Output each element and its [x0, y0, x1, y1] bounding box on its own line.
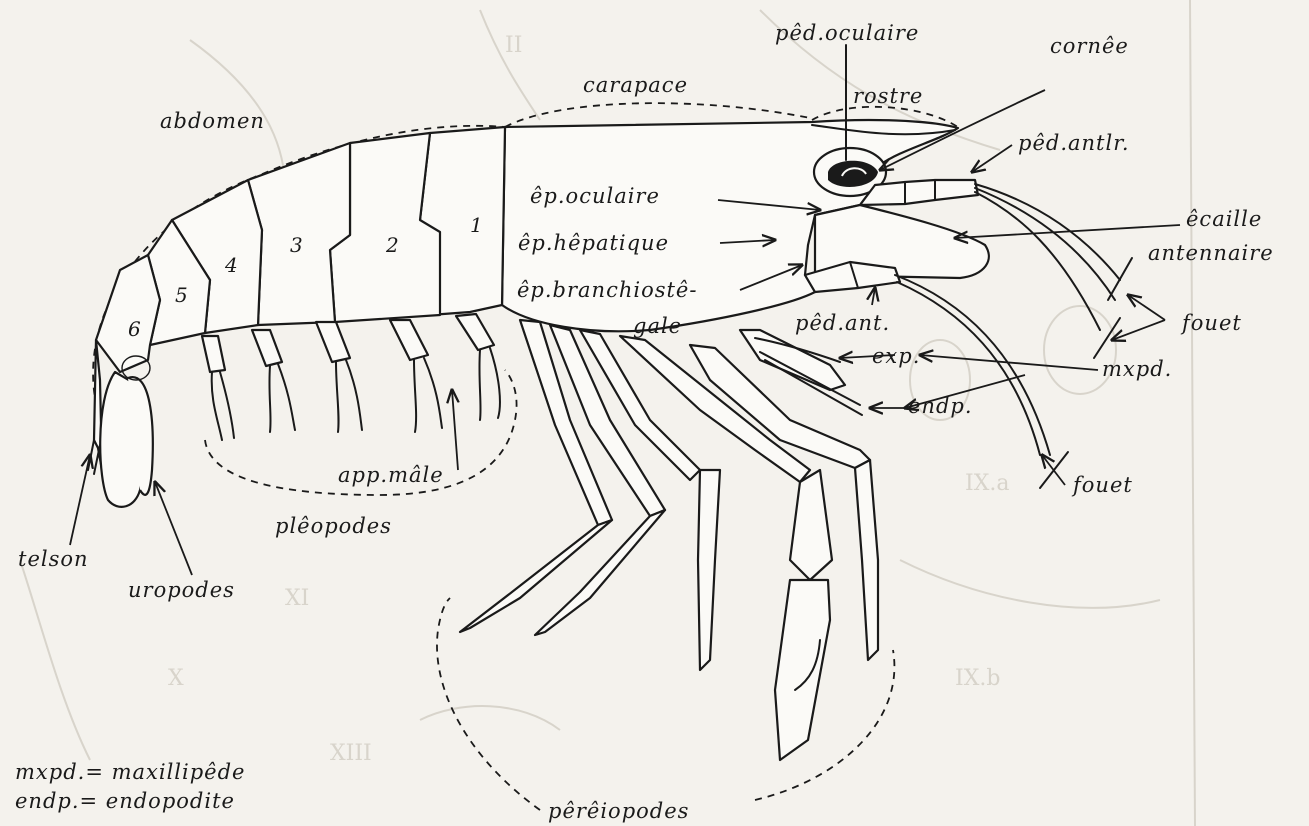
abbreviation-legend: mxpd.= maxillipêde endp.= endopodite — [15, 760, 245, 813]
segment-number-4: 4 — [224, 253, 238, 277]
label-cornee: cornêe — [1050, 34, 1129, 58]
pereiopodes-dashed-outline — [437, 598, 540, 810]
label-pereiopodes: pêrêiopodes — [548, 799, 689, 823]
ghost-mark-5: XIII — [330, 741, 372, 766]
segment-number-3: 3 — [290, 233, 303, 257]
label-pleopodes: plêopodes — [275, 514, 392, 538]
antennular-peduncle — [860, 180, 978, 205]
segment-number-5: 5 — [175, 283, 188, 307]
label-rostre: rostre — [853, 84, 923, 108]
label-abdomen: abdomen — [160, 109, 265, 133]
label-telson: telson — [18, 547, 89, 571]
legend-line-1: mxpd.= maxillipêde — [15, 760, 245, 784]
label-carapace: carapace — [583, 73, 688, 97]
label-app-male: app.mâle — [338, 463, 444, 487]
label-ecaille-line2: antennaire — [1148, 241, 1274, 265]
legend-line-2: endp.= endopodite — [15, 789, 235, 813]
label-ep-branchiostegale-line2: gale — [633, 314, 682, 338]
ghost-mark-6: IX.a — [965, 471, 1009, 496]
pereiopods — [460, 320, 878, 760]
segment-number-6: 6 — [128, 317, 141, 341]
label-uropodes: uropodes — [128, 578, 235, 602]
ghost-mark-4: X — [168, 666, 184, 691]
label-ep-hepatique: êp.hêpatique — [518, 231, 669, 255]
label-fouet-top: fouet — [1180, 311, 1242, 335]
ghost-mark-3: XI — [285, 586, 309, 611]
ghost-mark-7: IX.b — [955, 666, 1000, 691]
pereiopodes-dashed-outline-right — [755, 650, 894, 800]
label-ped-ant: pêd.ant. — [795, 311, 890, 335]
label-exp: exp. — [872, 344, 920, 368]
label-ped-oculaire: pêd.oculaire — [775, 21, 919, 45]
ghost-mark-1: II — [505, 33, 522, 58]
label-ep-branchiostegale-line1: êp.branchiostê- — [517, 278, 697, 302]
label-ped-antlr: pêd.antlr. — [1018, 131, 1130, 155]
label-ep-oculaire: êp.oculaire — [530, 184, 660, 208]
pleopods — [202, 314, 500, 440]
shrimp-body — [88, 120, 1120, 760]
label-endp: endp. — [908, 394, 973, 418]
segment-number-2: 2 — [385, 233, 399, 257]
abdomen-segment-6 — [96, 255, 160, 372]
label-fouet-bottom: fouet — [1071, 473, 1133, 497]
segment-number-1: 1 — [470, 213, 483, 237]
label-mxpd: mxpd. — [1102, 357, 1172, 381]
label-ecaille-line1: êcaille — [1186, 207, 1262, 231]
